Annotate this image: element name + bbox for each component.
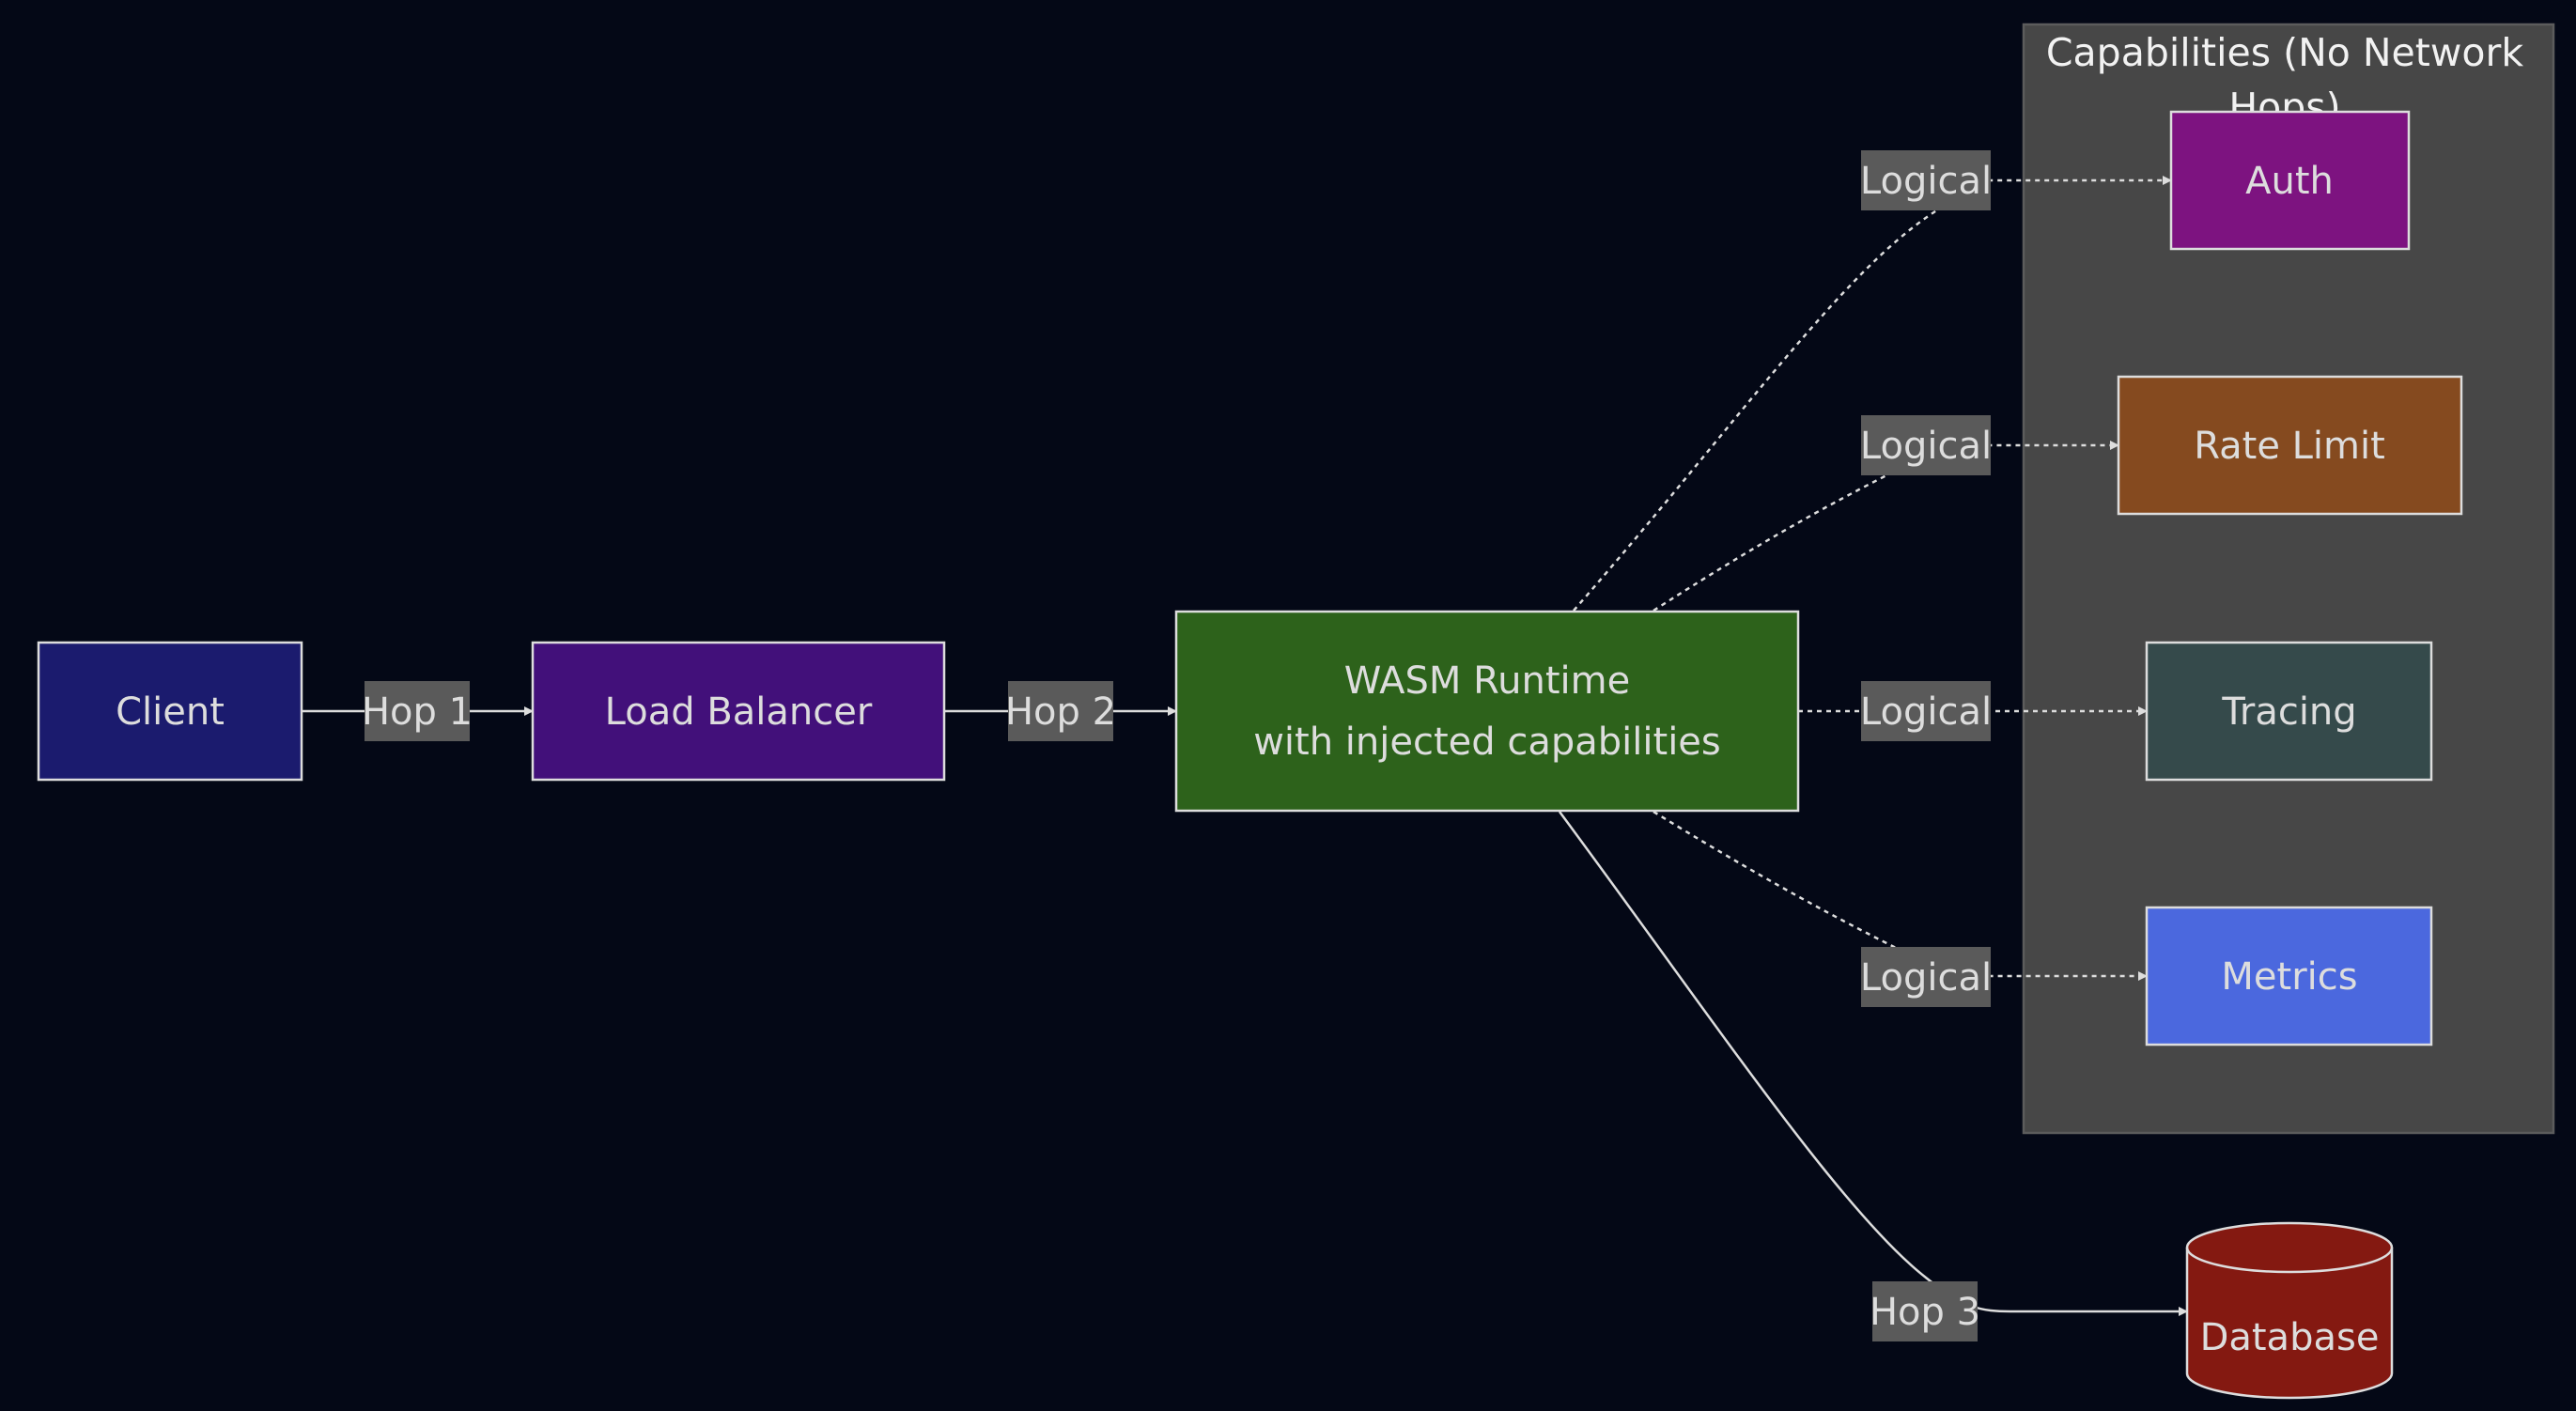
node-client: Client <box>37 641 303 782</box>
svg-text:Logical: Logical <box>1860 690 1992 734</box>
node-database: Database <box>2185 1221 2394 1400</box>
edge-label-logical-tracing: Logical <box>1860 681 1992 741</box>
edge-label-hop2: Hop 2 <box>1005 681 1116 741</box>
node-rate-limit-label: Rate Limit <box>2194 425 2385 468</box>
node-database-label: Database <box>2200 1316 2380 1359</box>
svg-text:Logical: Logical <box>1860 160 1992 203</box>
edge-label-logical-ratelimit: Logical <box>1860 415 1992 475</box>
edge-label-logical-metrics: Logical <box>1860 947 1992 1007</box>
edge-label-logical-auth: Logical <box>1860 150 1992 210</box>
svg-text:Logical: Logical <box>1860 425 1992 468</box>
node-load-balancer: Load Balancer <box>531 641 946 782</box>
node-wasm-runtime: WASM Runtime with injected capabilities <box>1174 610 1800 813</box>
node-tracing-label: Tracing <box>2221 690 2356 734</box>
edge-label-hop3: Hop 3 <box>1870 1281 1980 1341</box>
node-metrics: Metrics <box>2145 906 2433 1047</box>
node-rate-limit: Rate Limit <box>2117 375 2463 516</box>
node-wasm-runtime-subtitle: with injected capabilities <box>1253 721 1721 764</box>
edge-label-hop1: Hop 1 <box>362 681 473 741</box>
database-cylinder-icon <box>2185 1221 2394 1400</box>
node-load-balancer-label: Load Balancer <box>605 690 873 734</box>
svg-text:Logical: Logical <box>1860 956 1992 1000</box>
node-client-label: Client <box>116 690 225 734</box>
node-wasm-runtime-title: WASM Runtime <box>1344 659 1630 703</box>
node-auth: Auth <box>2169 110 2411 251</box>
nodes: Client Load Balancer WASM Runtime with i… <box>37 110 2463 1400</box>
svg-text:Hop 1: Hop 1 <box>362 690 473 734</box>
svg-text:Hop 3: Hop 3 <box>1870 1291 1980 1334</box>
node-metrics-label: Metrics <box>2221 955 2357 999</box>
node-auth-label: Auth <box>2245 160 2334 203</box>
node-tracing: Tracing <box>2145 641 2433 782</box>
edge-labels: Hop 1 Hop 2 Logical Logical Logical Logi… <box>362 150 1992 1341</box>
svg-text:Hop 2: Hop 2 <box>1005 690 1116 734</box>
